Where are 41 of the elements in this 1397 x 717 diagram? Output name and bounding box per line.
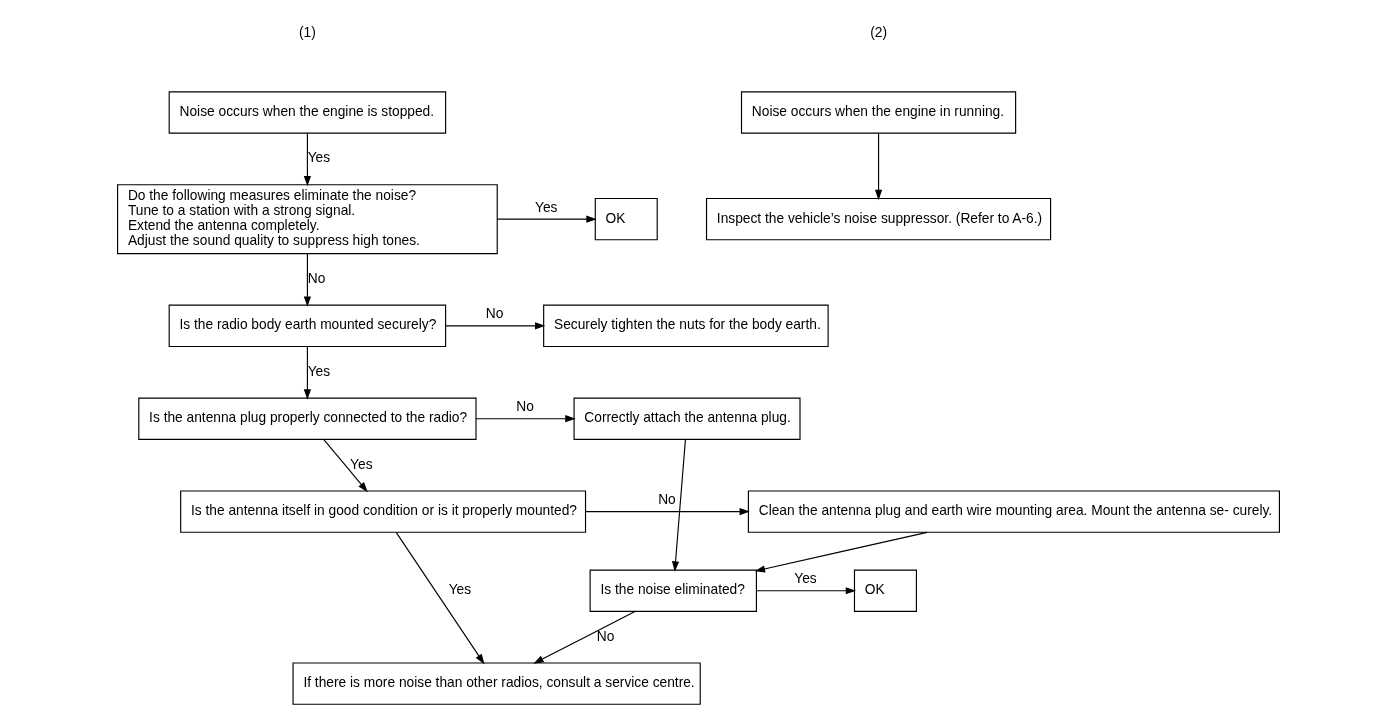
edge-label: Yes	[350, 456, 373, 472]
edge-label: No	[485, 306, 504, 322]
arrow	[445, 322, 546, 330]
arrow	[496, 215, 597, 223]
edge-label: Yes	[307, 363, 331, 379]
edge-label: Yes	[307, 150, 331, 166]
edge-label: Yes	[794, 571, 817, 587]
arrow	[303, 253, 312, 307]
edge-label: No	[307, 270, 326, 286]
arrow	[533, 611, 636, 664]
node-box: Do the following measures eliminate the noise? Tune to a station with a strong signal. Extend the antenna completely. Adjust the sound quality to suppress high tones.	[117, 184, 498, 255]
arrow	[585, 508, 750, 516]
label: (1)	[299, 24, 316, 40]
arrow	[874, 132, 883, 201]
edge-label: No	[516, 399, 534, 415]
node-box: Correctly attach the antenna plug.	[573, 397, 801, 440]
arrow	[671, 439, 686, 572]
node-box: Securely tighten the nuts for the body earth.	[543, 304, 829, 348]
node-box: Is the noise eliminated?	[589, 569, 757, 612]
node-box: OK	[853, 569, 917, 612]
arrow	[303, 346, 312, 400]
node-box: OK	[594, 197, 658, 241]
node-box: Is the antenna plug properly connected to the radio?	[138, 397, 477, 440]
node-box: Noise occurs when the engine in running.	[740, 91, 1017, 134]
label: (2)	[870, 24, 887, 40]
node-box: Is the antenna itself in good condition or is it properly mounted?	[180, 490, 587, 533]
edge-label: No	[596, 628, 615, 644]
arrow	[303, 132, 312, 187]
node-box: Inspect the vehicle’s noise suppressor. (Refer to A-6.)	[705, 197, 1052, 241]
arrow	[755, 587, 857, 595]
arrow	[475, 415, 576, 423]
node-box: Noise occurs when the engine is stopped.	[168, 91, 447, 134]
edge-label: No	[658, 492, 676, 508]
node-box: Is the radio body earth mounted securely?	[168, 304, 447, 348]
arrow	[754, 531, 928, 573]
edge-label: Yes	[535, 199, 558, 215]
arrow	[323, 438, 368, 493]
node-box: Clean the antenna plug and earth wire mounting area. Mount the antenna se- curely.	[747, 490, 1280, 533]
edge-label: Yes	[448, 582, 472, 598]
node-box: If there is more noise than other radios, consult a service centre.	[292, 662, 701, 705]
arrow	[395, 532, 485, 665]
